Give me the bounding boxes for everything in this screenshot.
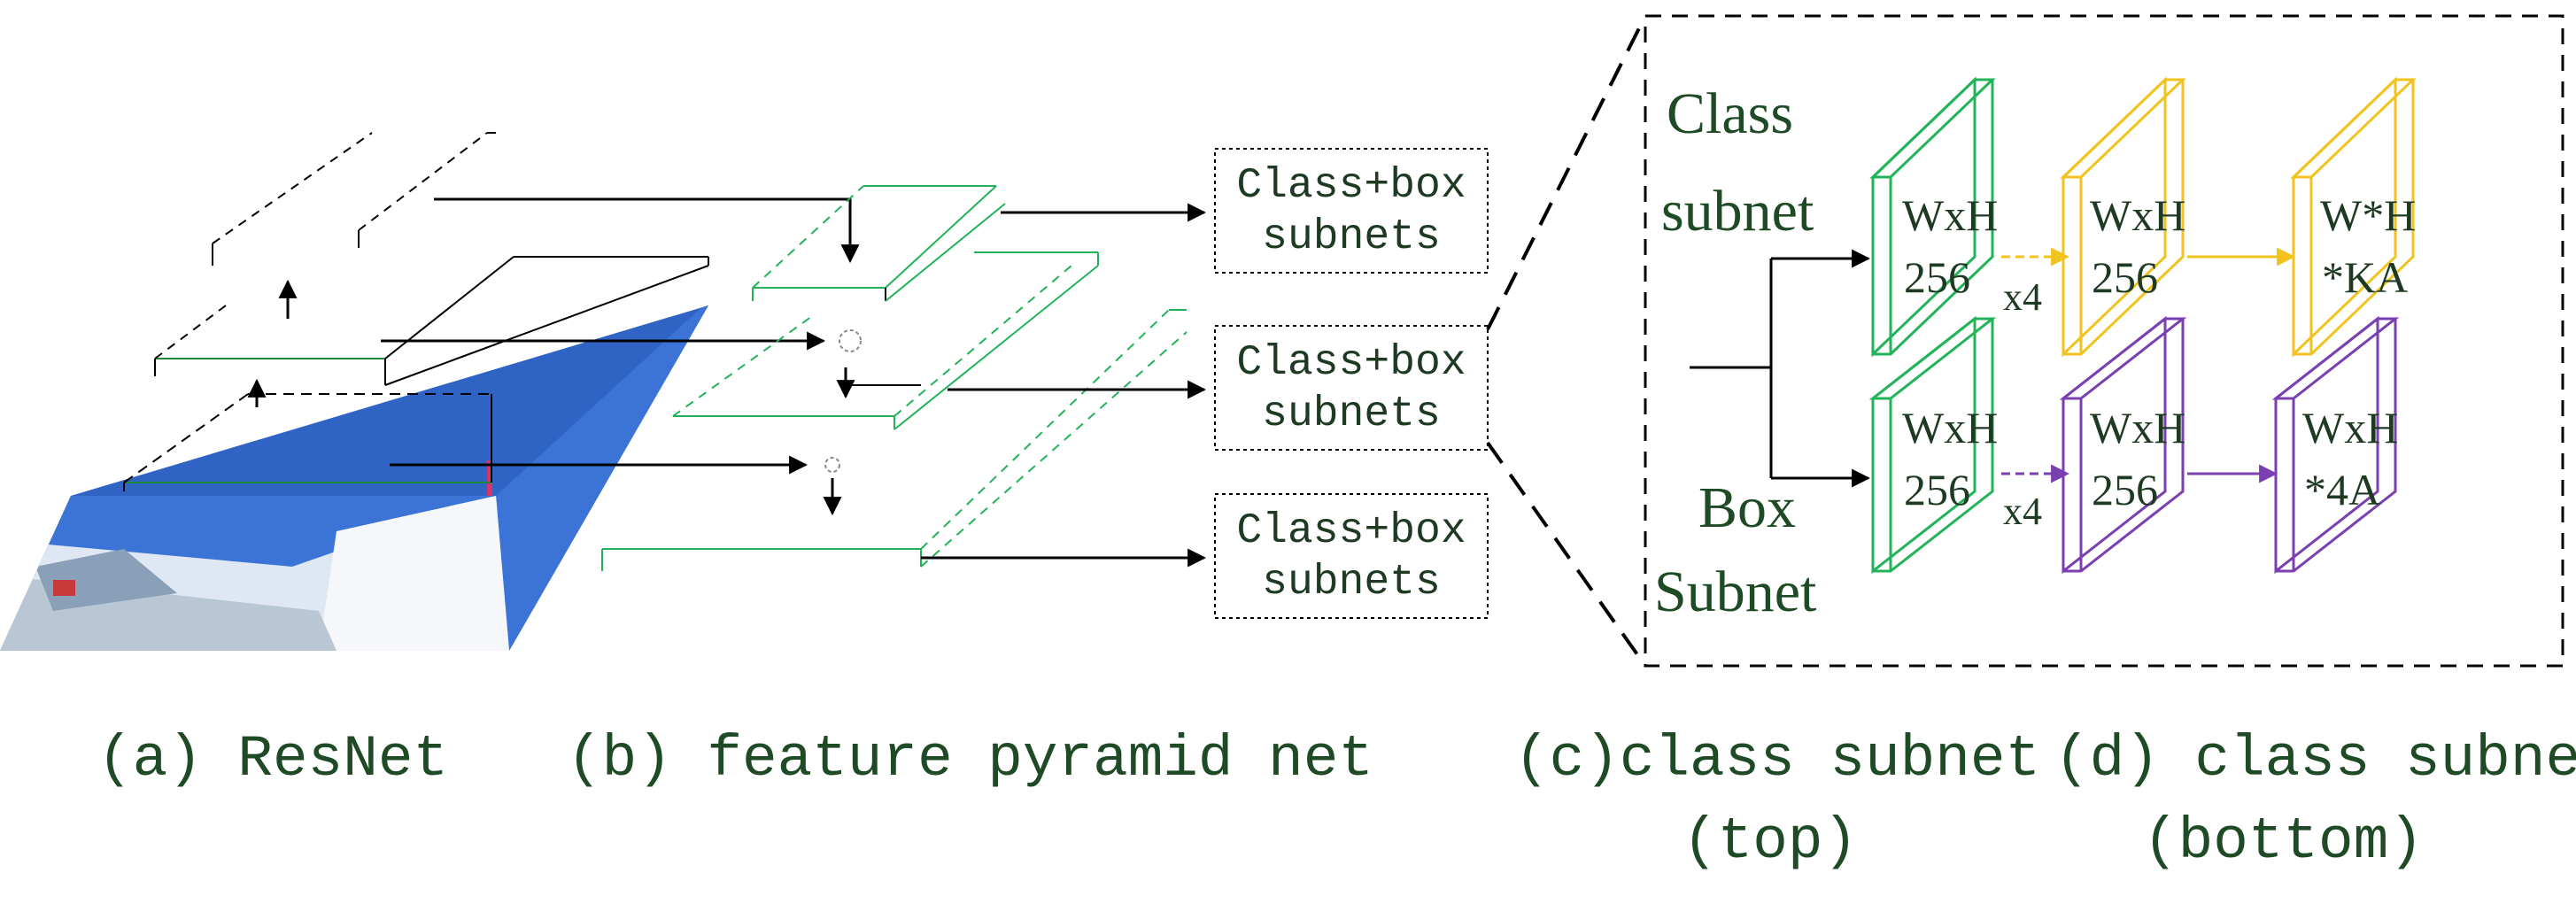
box-repeat-label: x4: [2003, 490, 2042, 533]
merge-node-1: [839, 329, 862, 352]
resnet-backbone: [0, 132, 709, 651]
box-plate-1-line1: WxH: [1902, 403, 1998, 452]
caption-resnet: (a) ResNet: [97, 726, 448, 792]
class-plate-2-line2: 256: [2092, 252, 2158, 302]
box-subnet-label-line2: Subnet: [1654, 560, 1816, 624]
box-plate-3-line2: *4A: [2304, 465, 2380, 514]
fpn-output-box-1-line1: Class+box: [1236, 162, 1466, 210]
fpn-output-box-2-line2: subnets: [1262, 390, 1441, 438]
class-repeat-label: x4: [2003, 275, 2042, 319]
caption-class-bottom-line1: (d) class subnet: [2054, 726, 2576, 792]
branch-connector: [1690, 249, 1871, 488]
caption-class-top-line2: (top): [1683, 808, 1858, 875]
box-plate-1-line2: 256: [1904, 465, 1970, 514]
subnet-detail-panel: Class subnet Box Subnet WxH 256 WxH 256: [1644, 14, 2564, 668]
class-subnet-label-line2: subnet: [1661, 179, 1814, 243]
class-plate-2-line1: WxH: [2090, 190, 2185, 240]
box-plate-3: WxH *4A: [2271, 315, 2400, 575]
class-subnet-label-line1: Class: [1667, 81, 1793, 146]
class-plate-3: W*H *KA: [2290, 76, 2417, 358]
class-plate-3-line1: W*H: [2320, 190, 2416, 240]
class-plate-1-line1: WxH: [1902, 190, 1998, 240]
resnet-layer-3: [212, 132, 496, 266]
fpn-output-box-2: Class+box subnets: [1214, 325, 1489, 451]
fpn-output-box-3-line1: Class+box: [1236, 507, 1466, 555]
box-plate-1: WxH 256: [1868, 315, 1998, 575]
fpn-output-box-1: Class+box subnets: [1214, 148, 1489, 274]
class-plate-2: WxH 256: [2060, 76, 2186, 358]
merge-node-2: [824, 457, 840, 473]
input-image: [0, 305, 708, 651]
fpn-output-box-3: Class+box subnets: [1214, 493, 1489, 619]
box-plate-2-line2: 256: [2092, 465, 2158, 514]
caption-class-top-line1: (c)class subnet: [1514, 726, 2040, 792]
class-plate-3-line2: *KA: [2322, 252, 2408, 302]
box-plate-2: WxH 256: [2059, 315, 2187, 575]
zoom-lines: [1486, 15, 1647, 668]
fpn-output-box-2-line1: Class+box: [1236, 339, 1466, 387]
fpn-level-bottom: [601, 309, 1187, 571]
captions: (a) ResNet (b) feature pyramid net (c)cl…: [97, 726, 2576, 875]
caption-fpn: (b) feature pyramid net: [567, 726, 1373, 792]
feature-pyramid: [601, 185, 1187, 571]
box-plate-2-line1: WxH: [2090, 403, 2185, 452]
class-plate-1-line2: 256: [1904, 252, 1970, 302]
fpn-output-arrows: [921, 203, 1207, 568]
box-subnet-label-line1: Box: [1698, 475, 1796, 540]
box-plate-3-line1: WxH: [2302, 403, 2398, 452]
fpn-output-box-1-line2: subnets: [1262, 213, 1441, 261]
fpn-level-middle: [672, 251, 1099, 430]
class-plate-1: WxH 256: [1869, 76, 1998, 358]
fpn-output-box-3-line2: subnets: [1262, 559, 1441, 607]
caption-class-bottom-line2: (bottom): [2143, 808, 2424, 875]
resnet-layer-1: [123, 393, 492, 491]
fpn-level-top: [752, 185, 1006, 302]
